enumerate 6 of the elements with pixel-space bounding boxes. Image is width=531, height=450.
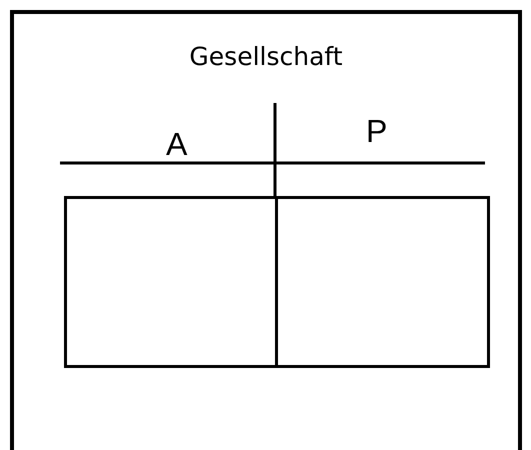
column-label: A [166, 128, 188, 160]
column-label: P [366, 115, 388, 147]
account-box [64, 196, 278, 368]
account-box [275, 196, 490, 368]
heading: Gesellschaft [188, 42, 344, 71]
frame [10, 10, 522, 450]
